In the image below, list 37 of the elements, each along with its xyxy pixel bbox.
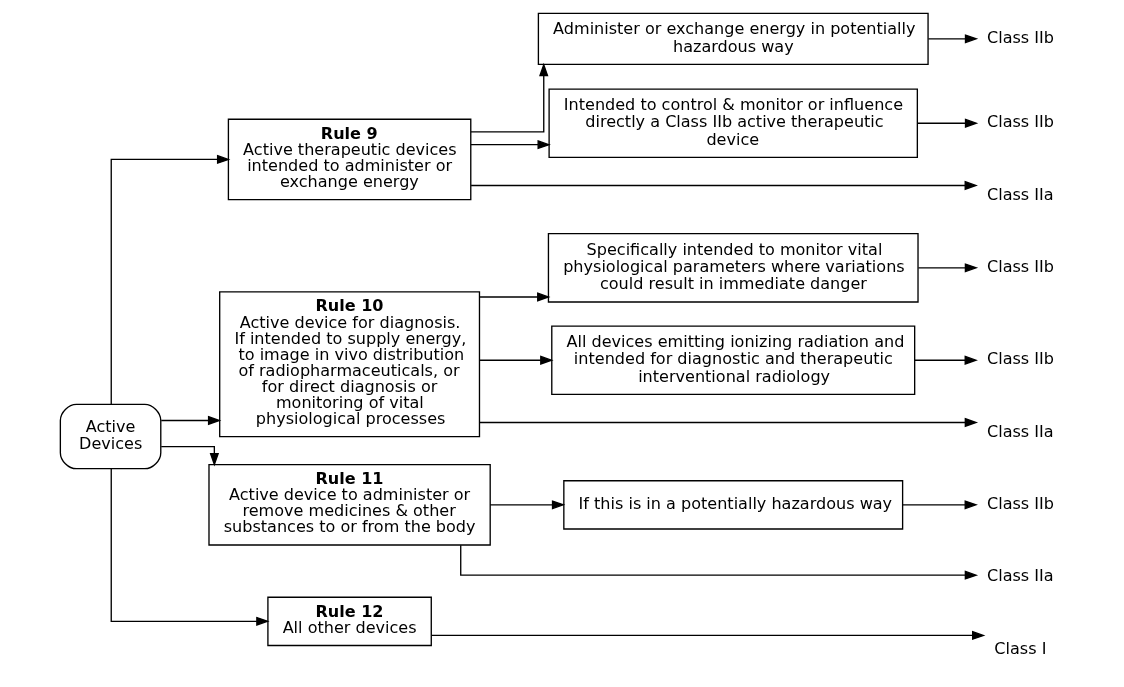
arrow [913, 355, 978, 365]
arrow [160, 445, 219, 467]
node-text: Class IIb [986, 28, 1054, 48]
node-box: Rule 9 Active therapeutic devices intended to administer or exchange energy [227, 118, 471, 201]
node-text: Class IIa [986, 184, 1054, 204]
node-text: Class IIb [986, 494, 1054, 514]
node-text: Class IIa [986, 566, 1054, 586]
arrow [916, 118, 978, 128]
node-box: All devices emitting ionizing radiation and intended for diagnostic and therapeutic interventional radiology [550, 325, 915, 396]
arrow [489, 500, 565, 510]
arrow [901, 500, 978, 510]
arrow [430, 630, 985, 641]
arrow [927, 34, 978, 44]
node-box: If this is in a potentially hazardous way [562, 480, 903, 530]
node-text: Class IIb [986, 349, 1054, 369]
arrow [917, 263, 978, 273]
node-text: Class IIa [986, 421, 1054, 441]
node-text: Class IIb [986, 112, 1054, 132]
node-box: Active Devices [59, 403, 161, 470]
node-box: Rule 12 All other devices [266, 596, 432, 647]
arrow [478, 355, 554, 365]
arrow [469, 180, 978, 191]
node-box: Specifically intended to monitor vital physiological parameters where variations could result in immediate danger [547, 233, 919, 303]
arrow [160, 415, 221, 426]
arrow [459, 544, 978, 580]
arrow [478, 292, 550, 302]
node-text: Class I [993, 638, 1046, 658]
arrow [110, 154, 230, 405]
arrow [469, 139, 551, 150]
node-box: Rule 11 Active device to administer or remove medicines & other substances to or from the body [207, 464, 491, 546]
node-box: Administer or exchange energy in potentially hazardous way [537, 12, 929, 65]
arrow [478, 417, 978, 428]
arrow [110, 468, 270, 627]
arrow [469, 62, 548, 133]
node-box: Rule 10 Active device for diagnosis. If intended to supply energy, to image in vivo distribution of radiopharmaceuticals, or for direct diagnosis or monitoring of vital physiological processes [218, 291, 480, 438]
node-box: Intended to control & monitor or influence directly a Class IIb active therapeutic device [547, 88, 918, 159]
node-text: Class IIb [986, 256, 1054, 276]
